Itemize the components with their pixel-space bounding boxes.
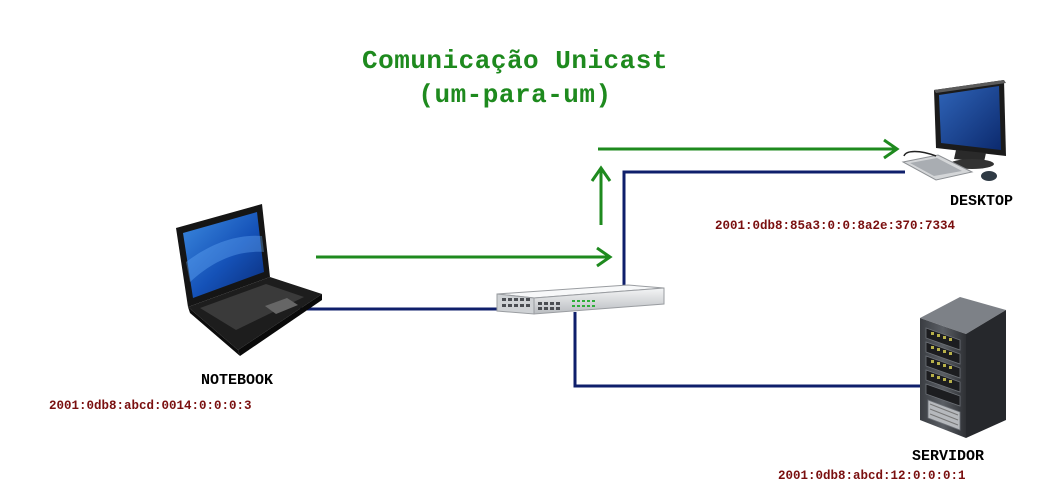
- notebook-address: 2001:0db8:abcd:0014:0:0:0:3: [49, 399, 252, 413]
- desktop-computer-icon: [901, 80, 1006, 181]
- unicast-arrows: [316, 138, 900, 268]
- arrow-switch-upward: [590, 165, 612, 225]
- switch-icon: [496, 284, 665, 315]
- desktop-address: 2001:0db8:85a3:0:0:8a2e:370:7334: [715, 219, 956, 233]
- notebook-label: NOTEBOOK: [201, 372, 274, 389]
- server-rack-icon: [920, 297, 1006, 438]
- network-links: [300, 170, 920, 388]
- diagram-subtitle: (um-para-um): [418, 80, 612, 110]
- arrow-to-desktop: [598, 138, 900, 160]
- link-switch-desktop: [622, 170, 905, 285]
- link-switch-server: [573, 312, 920, 388]
- server-label: SERVIDOR: [912, 448, 985, 465]
- server-address: 2001:0db8:abcd:12:0:0:0:1: [778, 469, 966, 483]
- arrow-notebook-to-switch: [316, 246, 613, 268]
- laptop-icon: [176, 204, 322, 356]
- diagram-title: Comunicação Unicast: [362, 46, 668, 76]
- desktop-label: DESKTOP: [950, 193, 1014, 210]
